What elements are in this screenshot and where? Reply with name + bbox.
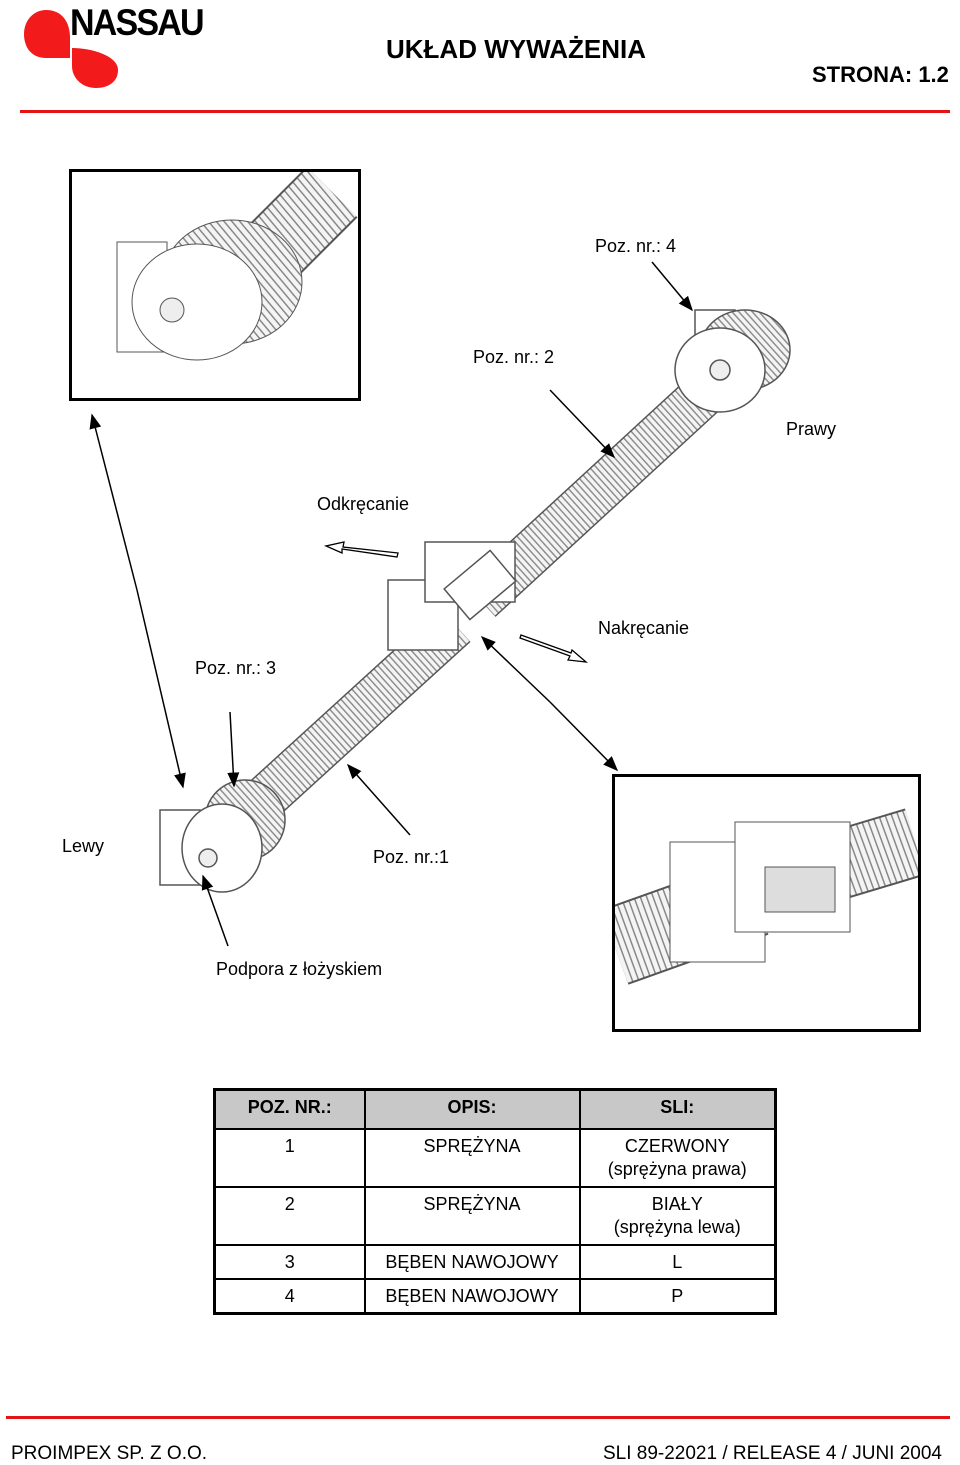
col-header-opis: OPIS: [363, 1088, 581, 1130]
cell-sli: L [578, 1244, 777, 1280]
cell-sli: CZERWONY (sprężyna prawa) [578, 1128, 777, 1188]
drum-detail-image [116, 166, 358, 361]
table-row: 1 SPRĘŻYNA CZERWONY (sprężyna prawa) [213, 1128, 777, 1188]
header-divider [20, 110, 950, 113]
logo-mark-icon [24, 10, 118, 88]
center-bracket [387, 541, 517, 651]
label-odkrecanie: Odkręcanie [317, 494, 410, 514]
sli-note: (sprężyna prawa) [607, 1159, 747, 1179]
parts-table: POZ. NR.: OPIS: SLI: 1 SPRĘŻYNA CZERWONY… [213, 1088, 777, 1315]
table-row: 3 BĘBEN NAWOJOWY L [213, 1244, 777, 1280]
detail-center-inset [601, 774, 926, 1032]
unwind-arrow-icon [323, 541, 399, 558]
label-poz3: Poz. nr.: 3 [195, 658, 277, 678]
cell-opis: SPRĘŻYNA [363, 1128, 581, 1188]
detail-drum-inset [69, 166, 361, 401]
page-title: UKŁAD WYWAŻENIA [386, 34, 646, 64]
cell-opis: BĘBEN NAWOJOWY [363, 1244, 581, 1280]
label-nakrecanie: Nakręcanie [598, 618, 690, 638]
drum-left [159, 779, 286, 893]
cell-nr: 4 [213, 1278, 366, 1315]
pointer-arrows [89, 261, 693, 947]
label-lewy: Lewy [62, 836, 105, 856]
logo-text: NASSAU [70, 2, 205, 43]
label-podpora: Podpora z łożyskiem [216, 959, 383, 979]
cell-nr: 1 [213, 1128, 366, 1188]
footer-company: PROIMPEX SP. Z O.O. [11, 1443, 208, 1464]
label-poz4: Poz. nr.: 4 [595, 236, 677, 256]
label-prawy: Prawy [786, 419, 837, 439]
page-number: STRONA: 1.2 [812, 62, 949, 87]
assembly-diagram [89, 261, 791, 947]
cell-opis: SPRĘŻYNA [363, 1186, 581, 1246]
cell-sli: P [578, 1278, 777, 1315]
spring-right [464, 353, 746, 617]
col-header-nr: POZ. NR.: [213, 1088, 366, 1130]
label-poz1: Poz. nr.:1 [373, 847, 450, 867]
cell-opis: BĘBEN NAWOJOWY [363, 1278, 581, 1315]
center-bracket-detail-image [601, 808, 926, 985]
table-row: 4 BĘBEN NAWOJOWY P [213, 1278, 777, 1315]
sli-color: CZERWONY [624, 1136, 730, 1156]
cell-nr: 2 [213, 1186, 366, 1246]
cell-nr: 3 [213, 1244, 366, 1280]
footer-release: SLI 89-22021 / RELEASE 4 / JUNI 2004 [602, 1443, 942, 1464]
cell-sli: BIAŁY (sprężyna lewa) [578, 1186, 777, 1246]
sli-color: BIAŁY [651, 1194, 703, 1214]
drum-right [674, 309, 791, 413]
table-header-row: POZ. NR.: OPIS: SLI: [213, 1088, 777, 1130]
wind-arrow-icon [519, 634, 589, 663]
label-poz2: Poz. nr.: 2 [473, 347, 555, 367]
table-row: 2 SPRĘŻYNA BIAŁY (sprężyna lewa) [213, 1186, 777, 1246]
col-header-sli: SLI: [578, 1088, 777, 1130]
footer-divider [6, 1416, 950, 1419]
sli-note: (sprężyna lewa) [613, 1217, 741, 1237]
